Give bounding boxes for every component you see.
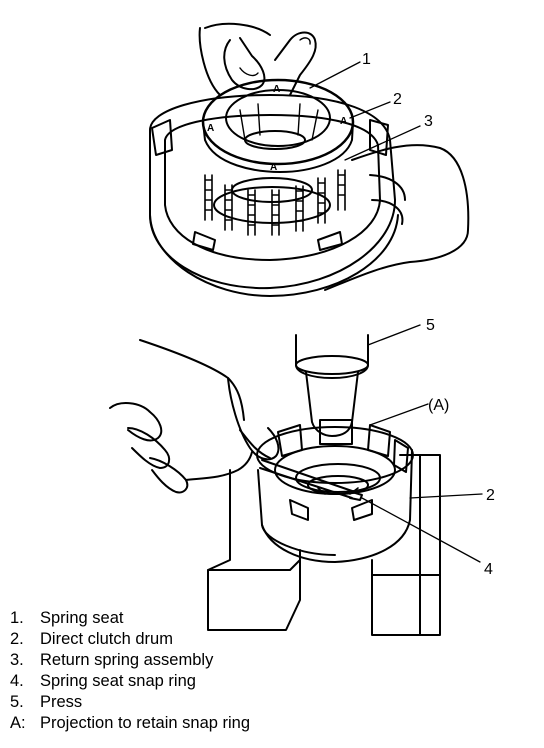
drum-projection-right (369, 119, 389, 156)
press-ram-face (295, 355, 369, 375)
spring-seat-internal-lines (239, 103, 319, 141)
spring-seat-thickness (202, 121, 354, 173)
callout-a: (A) (428, 397, 449, 414)
legend-item: 4. Spring seat snap ring (10, 671, 530, 692)
screwdriver-shaft (259, 459, 356, 499)
right-hand-outline (324, 144, 470, 291)
legend-text: Return spring assembly (40, 651, 214, 669)
leader-line-a (369, 403, 429, 426)
drum-projection-left (151, 119, 173, 156)
callout-3: 3 (424, 113, 433, 130)
press-ram-body (295, 334, 369, 379)
ring-mark-a-top: A (273, 84, 280, 95)
spring-seat-in-drum (295, 463, 381, 493)
hand-index-finger (227, 377, 280, 461)
hand-ring-finger (127, 427, 171, 469)
legend-key: 4. (10, 672, 24, 690)
callout-1: 1 (362, 51, 371, 68)
ring-mark-a-bottom: A (270, 162, 277, 173)
direct-clutch-drum-body (257, 449, 413, 563)
callout-4: 4 (484, 561, 493, 578)
hand-little-finger (149, 457, 189, 494)
legend-text: Press (40, 693, 83, 711)
right-hand-fingers (369, 174, 406, 225)
clutch-drum-bottom-rim (149, 214, 399, 297)
leader-line-4 (361, 497, 481, 563)
legend-item: A: Projection to retain snap ring (10, 713, 530, 734)
legend-key: 3. (10, 651, 24, 669)
legend-text: Direct clutch drum (40, 630, 173, 648)
legend-item: 3. Return spring assembly (10, 650, 530, 671)
spring-seat-inner (225, 89, 331, 147)
legend-item: 5. Press (10, 692, 530, 713)
drum-projection-back-center (319, 419, 353, 445)
left-hand-fingernail (299, 37, 311, 45)
legend-text: Spring seat snap ring (40, 672, 196, 690)
legend-text: Spring seat (40, 609, 124, 627)
leader-line-2-top (349, 101, 391, 119)
clutch-drum-inner-wall (164, 114, 381, 261)
legend-key: 1. (10, 609, 24, 627)
ring-mark-a-right: A (340, 116, 347, 127)
bottom-figure-snap-ring-installation (109, 324, 483, 636)
screwdriver-tip (349, 491, 363, 501)
support-block-left-face (207, 559, 301, 571)
callout-2-top: 2 (393, 91, 402, 108)
direct-clutch-drum-lower-rim (261, 524, 336, 556)
callout-5: 5 (426, 317, 435, 334)
legend-item: 1. Spring seat (10, 608, 530, 629)
clutch-drum-body (149, 94, 396, 290)
leader-line-1 (309, 61, 361, 89)
drum-projection-back-right (367, 424, 391, 457)
hand-palm-lower (185, 451, 253, 481)
legend-key: A: (10, 714, 26, 732)
legend-key: 5. (10, 693, 24, 711)
left-hand-index-finger (274, 31, 317, 96)
drum-projection-front-right (317, 231, 343, 251)
return-spring-coils (204, 169, 346, 236)
drum-projection-front-left (192, 231, 216, 251)
leader-line-2-bottom (409, 493, 483, 499)
return-spring-hub (231, 177, 313, 203)
callout-2-bottom: 2 (486, 487, 495, 504)
drum-projection-front-right-bottom (351, 499, 373, 521)
leader-line-3 (344, 125, 421, 161)
drum-projection-back-left (277, 424, 303, 457)
left-hand-palm (198, 22, 271, 96)
legend-text: Projection to retain snap ring (40, 714, 251, 732)
hand-middle-finger (109, 402, 163, 442)
ring-mark-a-left: A (207, 123, 214, 134)
support-block-left (207, 469, 301, 631)
drum-projection-right-side (393, 439, 409, 473)
legend: 1. Spring seat 2. Direct clutch drum 3. Ret… (10, 608, 530, 734)
drum-projection-front-left-bottom (289, 499, 309, 521)
support-block-right (371, 454, 441, 636)
legend-item: 2. Direct clutch drum (10, 629, 530, 650)
hand-thumb (239, 429, 271, 459)
left-hand-thumb (223, 37, 266, 91)
top-figure-spring-seat-installation (149, 22, 470, 297)
leader-line-5 (367, 324, 421, 346)
return-spring-retainer-plate (213, 186, 331, 224)
left-hand-thumbnail (239, 67, 259, 77)
legend-key: 2. (10, 630, 24, 648)
